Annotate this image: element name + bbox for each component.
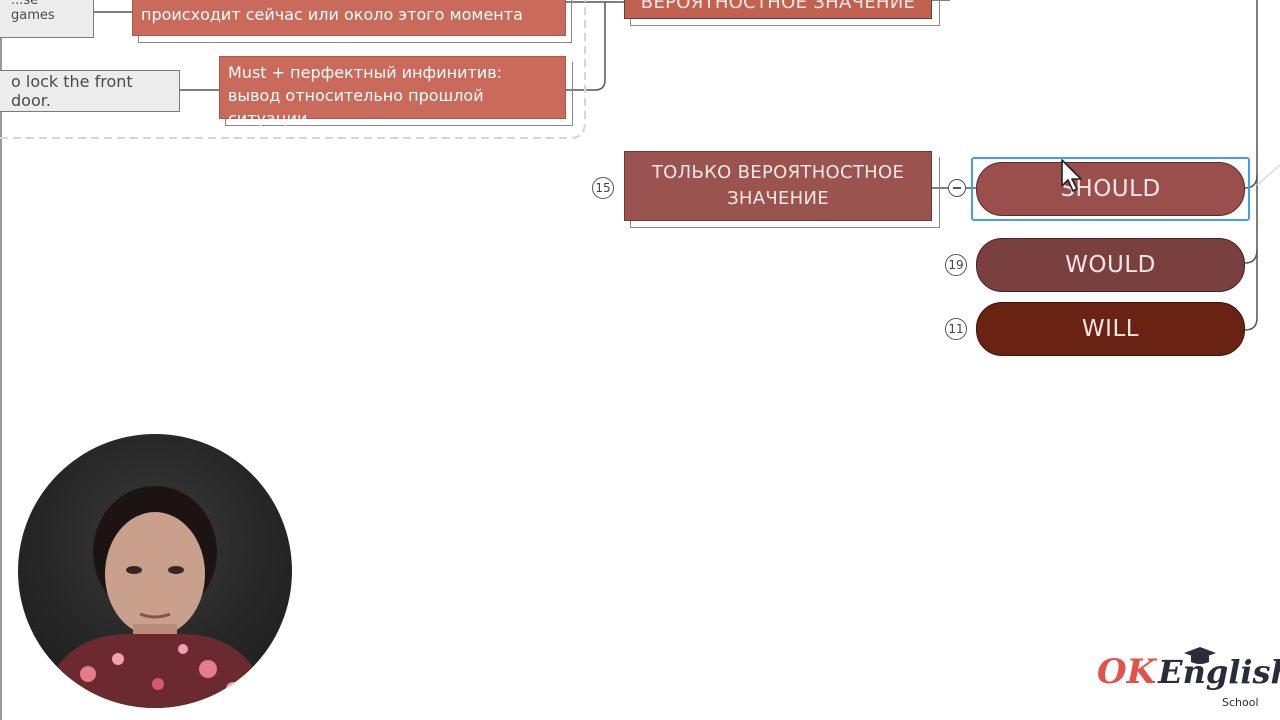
topic-count-badge[interactable]: 15 <box>592 177 614 199</box>
note-present[interactable]: происходит сейчас или около этого момент… <box>132 0 566 36</box>
modal-will[interactable]: WILL <box>976 302 1245 356</box>
selection-frame <box>971 157 1250 221</box>
logo-ok-text: OK <box>1097 652 1157 692</box>
collapse-toggle-icon[interactable] <box>948 179 966 197</box>
topic-probable-partial[interactable]: ВЕРОЯТНОСТНОЕ ЗНАЧЕНИЕ <box>624 0 932 19</box>
graduation-cap-icon <box>1184 647 1216 664</box>
modal-would[interactable]: WOULD <box>976 238 1245 292</box>
mouse-cursor-icon <box>1061 159 1082 192</box>
okenglish-logo: OK English <box>1097 652 1280 692</box>
canvas-left-edge <box>0 0 2 720</box>
note-text: происходит сейчас или около этого момент… <box>141 5 523 24</box>
logo-english-text: English <box>1158 653 1280 691</box>
example-box-door[interactable]: o lock the front door. <box>0 70 180 112</box>
note-text: Must + перфектный инфинитив: вывод относ… <box>228 63 503 128</box>
topic-text: ВЕРОЯТНОСТНОЕ ЗНАЧЕНИЕ <box>640 0 916 13</box>
example-text: o lock the front door. <box>11 72 133 110</box>
note-perfect[interactable]: Must + перфектный инфинитив: вывод относ… <box>219 56 566 128</box>
topic-only-probable[interactable]: ТОЛЬКО ВЕРОЯТНОСТНОЕ ЗНАЧЕНИЕ <box>624 151 932 221</box>
example-box-partial[interactable]: ...se games <box>0 0 94 38</box>
webcam-video <box>18 434 292 708</box>
logo-school-text: School <box>1222 696 1259 709</box>
presenter-icon <box>38 486 272 708</box>
modal-should[interactable]: SHOULD <box>976 162 1245 216</box>
modal-label: WOULD <box>1065 252 1156 278</box>
topic-text: ТОЛЬКО ВЕРОЯТНОСТНОЕ ЗНАЧЕНИЕ <box>651 162 905 209</box>
modal-count-badge[interactable]: 19 <box>945 254 967 276</box>
example-text: ...se games <box>11 0 55 23</box>
modal-count-badge[interactable]: 11 <box>945 318 967 340</box>
modal-label: WILL <box>1081 316 1140 342</box>
